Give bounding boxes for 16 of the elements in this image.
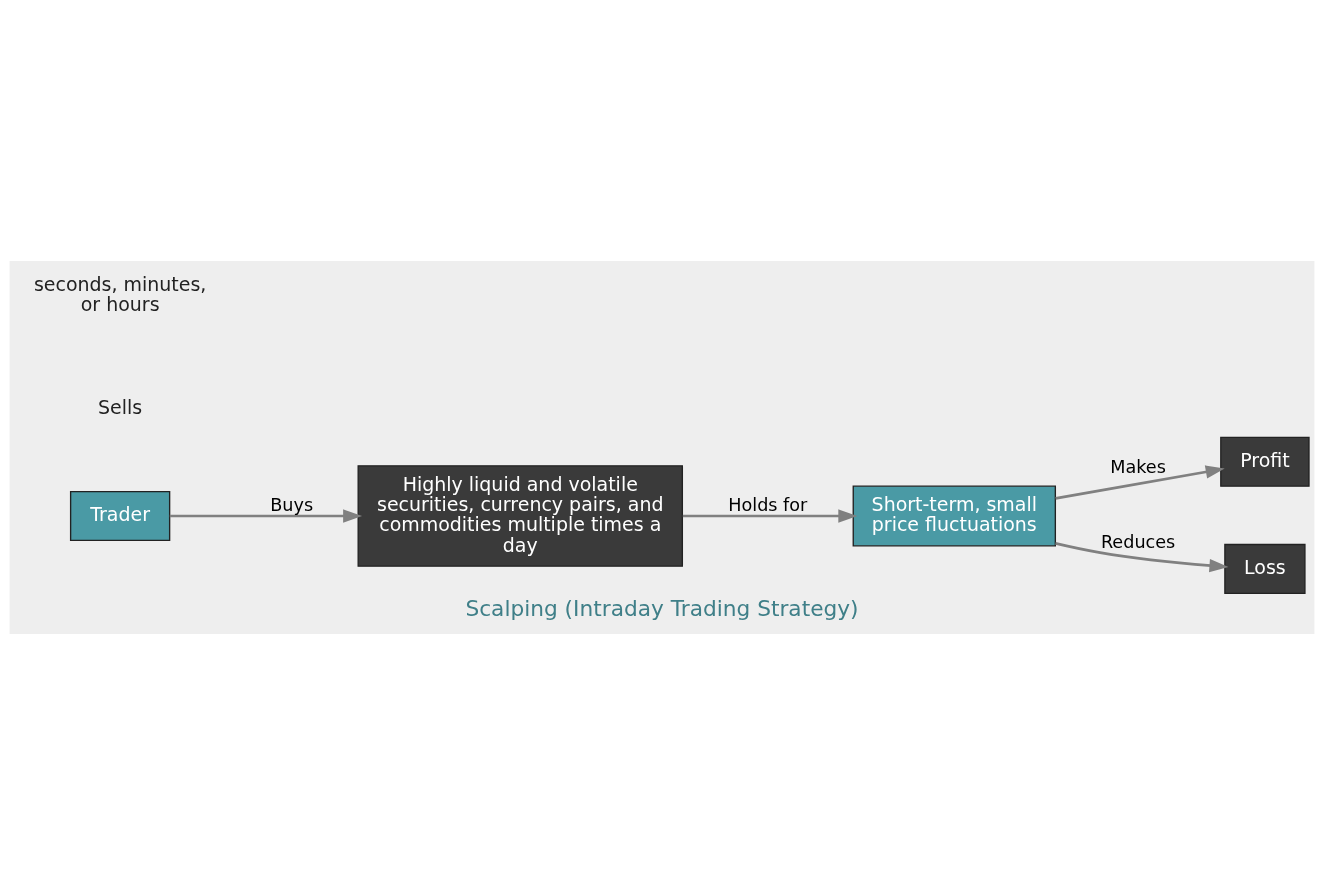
node-box: Short-term, small price fluctuations: [852, 485, 1057, 546]
arrow: [169, 508, 363, 523]
edge-label: Buys: [270, 494, 314, 515]
caption: Scalping (Intraday Trading Strategy): [465, 595, 859, 621]
edge-label: Makes: [1110, 456, 1166, 477]
node-box: Trader: [69, 490, 171, 541]
arrow: [1055, 464, 1225, 500]
node-box: Highly liquid and volatile securities, currency pairs, and commodities multiple times a day: [357, 464, 684, 567]
label: seconds, minutes, or hours: [33, 272, 207, 315]
edge-label: Reduces: [1100, 531, 1176, 552]
node-box: Profit: [1220, 436, 1310, 487]
edge-label: Holds for: [728, 494, 808, 515]
arrow: [1055, 541, 1229, 572]
node-box: Loss: [1224, 543, 1306, 594]
arrow: [682, 508, 858, 523]
label: Sells: [98, 395, 143, 418]
